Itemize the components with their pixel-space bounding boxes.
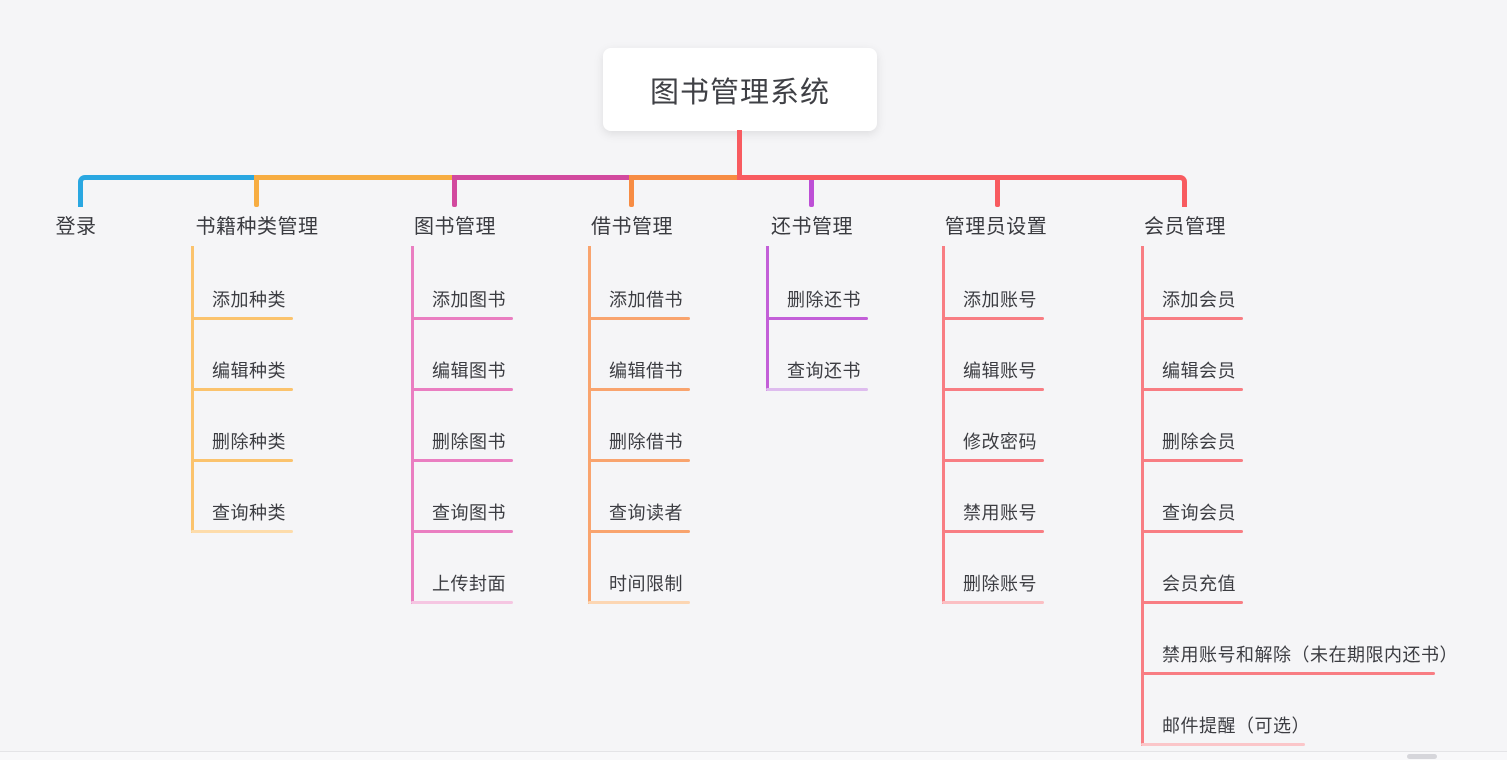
subtopic-underline xyxy=(588,388,690,391)
subtopic-underline xyxy=(411,601,513,604)
subtopic[interactable]: 查询读者 xyxy=(609,503,683,523)
admin-child-line xyxy=(942,246,945,604)
subtopic-underline xyxy=(411,459,513,462)
subtopic-underline xyxy=(1141,672,1435,675)
connector-books xyxy=(452,175,632,180)
subtopic-underline xyxy=(1141,743,1305,746)
subtopic[interactable]: 编辑会员 xyxy=(1162,361,1236,381)
horizontal-scrollbar-thumb[interactable] xyxy=(1407,754,1437,759)
connector-member xyxy=(737,175,1187,207)
subtopic[interactable]: 编辑种类 xyxy=(212,361,286,381)
subtopic-underline xyxy=(1141,388,1243,391)
subtopic[interactable]: 删除图书 xyxy=(432,432,506,452)
subtopic-underline xyxy=(1141,530,1243,533)
subtopic-underline xyxy=(942,388,1044,391)
subtopic[interactable]: 删除账号 xyxy=(963,574,1037,594)
subtopic-underline xyxy=(411,317,513,320)
root-topic[interactable]: 图书管理系统 xyxy=(603,48,877,131)
subtopic[interactable]: 禁用账号和解除（未在期限内还书） xyxy=(1162,645,1458,665)
branch-topic-admin[interactable]: 管理员设置 xyxy=(944,216,1048,238)
subtopic[interactable]: 修改密码 xyxy=(963,432,1037,452)
subtopic[interactable]: 编辑账号 xyxy=(963,361,1037,381)
branch-topic-borrow[interactable]: 借书管理 xyxy=(591,216,673,238)
bottom-bar xyxy=(0,752,1507,760)
subtopic-underline xyxy=(942,459,1044,462)
bottom-divider xyxy=(0,751,1507,752)
branch-topic-return[interactable]: 还书管理 xyxy=(771,216,853,238)
subtopic-underline xyxy=(942,317,1044,320)
subtopic[interactable]: 删除还书 xyxy=(787,290,861,310)
subtopic[interactable]: 禁用账号 xyxy=(963,503,1037,523)
subtopic-underline xyxy=(191,530,293,533)
subtopic[interactable]: 时间限制 xyxy=(609,574,683,594)
subtopic-underline xyxy=(411,388,513,391)
subtopic-underline xyxy=(942,601,1044,604)
branch-topic-books[interactable]: 图书管理 xyxy=(414,216,496,238)
subtopic[interactable]: 查询种类 xyxy=(212,503,286,523)
subtopic[interactable]: 会员充值 xyxy=(1162,574,1236,594)
member-child-line xyxy=(1141,246,1144,746)
subtopic-underline xyxy=(766,388,868,391)
subtopic-underline xyxy=(191,388,293,391)
subtopic[interactable]: 查询还书 xyxy=(787,361,861,381)
connector-login xyxy=(78,175,258,207)
connector-category xyxy=(255,175,455,180)
subtopic[interactable]: 编辑图书 xyxy=(432,361,506,381)
subtopic-underline xyxy=(1141,317,1243,320)
connector-return-drop xyxy=(809,180,814,207)
connector-borrow xyxy=(629,175,737,180)
subtopic[interactable]: 添加借书 xyxy=(609,290,683,310)
root-trunk-connector xyxy=(737,130,742,176)
subtopic-underline xyxy=(588,601,690,604)
subtopic[interactable]: 查询会员 xyxy=(1162,503,1236,523)
subtopic-underline xyxy=(766,317,868,320)
subtopic-underline xyxy=(1141,459,1243,462)
books-child-line xyxy=(411,246,414,604)
subtopic-underline xyxy=(942,530,1044,533)
connector-borrow-drop xyxy=(629,175,634,207)
connector-category-drop xyxy=(254,175,259,207)
subtopic[interactable]: 上传封面 xyxy=(432,574,506,594)
subtopic[interactable]: 邮件提醒（可选） xyxy=(1162,716,1310,736)
subtopic-underline xyxy=(588,459,690,462)
subtopic-underline xyxy=(1141,601,1243,604)
subtopic[interactable]: 删除会员 xyxy=(1162,432,1236,452)
subtopic[interactable]: 查询图书 xyxy=(432,503,506,523)
branch-topic-category[interactable]: 书籍种类管理 xyxy=(195,216,319,238)
subtopic[interactable]: 删除种类 xyxy=(212,432,286,452)
subtopic[interactable]: 编辑借书 xyxy=(609,361,683,381)
connector-books-drop xyxy=(452,175,457,207)
subtopic-underline xyxy=(411,530,513,533)
subtopic-underline xyxy=(588,317,690,320)
subtopic[interactable]: 添加会员 xyxy=(1162,290,1236,310)
subtopic-underline xyxy=(191,317,293,320)
root-topic-label: 图书管理系统 xyxy=(649,76,830,109)
subtopic-underline xyxy=(588,530,690,533)
branch-topic-login[interactable]: 登录 xyxy=(55,216,97,238)
branch-topic-member[interactable]: 会员管理 xyxy=(1144,216,1226,238)
subtopic-underline xyxy=(191,459,293,462)
connector-admin-drop xyxy=(995,180,1000,207)
subtopic[interactable]: 添加图书 xyxy=(432,290,506,310)
subtopic[interactable]: 添加种类 xyxy=(212,290,286,310)
subtopic[interactable]: 删除借书 xyxy=(609,432,683,452)
borrow-child-line xyxy=(588,246,591,604)
subtopic[interactable]: 添加账号 xyxy=(963,290,1037,310)
